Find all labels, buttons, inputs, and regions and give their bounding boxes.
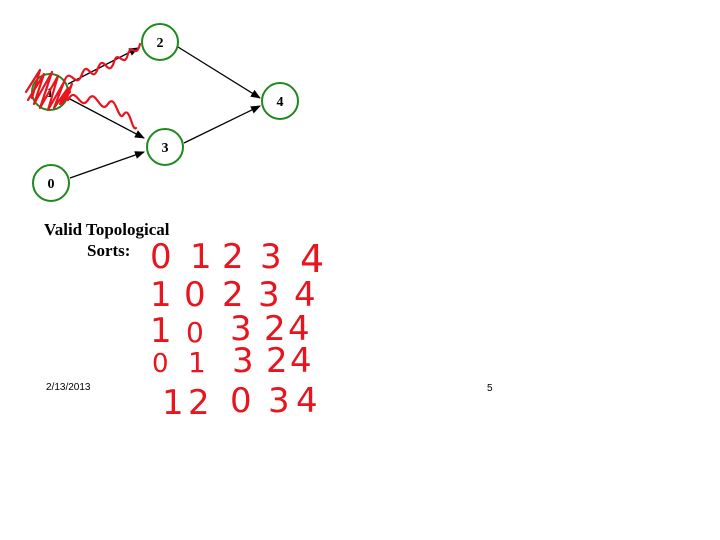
node-0: 0: [32, 164, 70, 202]
heading-valid-topological: Valid Topological: [44, 220, 170, 239]
node-4-label: 4: [277, 95, 284, 110]
edge-0-to-3: [69, 151, 145, 179]
heading-sorts: Sorts:: [87, 241, 131, 260]
scribble-over-node-1: [24, 68, 74, 112]
sort-digit: 1: [162, 383, 184, 423]
node-0-label: 0: [48, 177, 55, 192]
edge-1-to-3: [67, 97, 145, 139]
node-4: 4: [261, 82, 299, 120]
sort-digit: 1: [150, 275, 172, 315]
sort-digit: 2: [222, 237, 244, 277]
sort-digit: 2: [264, 309, 286, 349]
node-2-label: 2: [157, 36, 164, 51]
sort-row: 0 1 2 3 4: [150, 237, 324, 281]
node-3-label: 3: [162, 141, 169, 156]
sort-digit: 4: [290, 341, 312, 381]
sort-row: 0 1 3 2 4: [152, 341, 312, 381]
sort-digit: 4: [288, 309, 310, 349]
sort-digit: 2: [188, 383, 210, 423]
ink-annotations: [24, 42, 142, 130]
sort-row: 1 0 3 2 4: [150, 309, 310, 351]
squiggle-edge-1-to-2: [62, 42, 142, 84]
sort-digit: 3: [258, 275, 280, 315]
footer-page-number: 5: [487, 383, 493, 394]
node-3: 3: [146, 128, 184, 166]
squiggle-edge-1-to-3: [66, 93, 138, 130]
edge-2-to-4: [177, 46, 261, 99]
node-2: 2: [141, 23, 179, 61]
node-1-label: 1: [47, 86, 54, 101]
sort-digit: 3: [230, 309, 252, 349]
sort-digit: 1: [150, 311, 172, 351]
graph-edges: [67, 46, 261, 179]
sort-digit: 0: [184, 275, 206, 315]
sort-row: 1 2 0 3 4: [162, 381, 318, 423]
sort-digit: 0: [230, 381, 252, 421]
edge-3-to-4: [183, 105, 261, 144]
sort-digit: 1: [188, 346, 206, 379]
sort-digit: 0: [152, 349, 169, 379]
sort-digit: 3: [268, 381, 290, 421]
sort-digit: 2: [222, 275, 244, 315]
sort-digit: 4: [296, 381, 318, 421]
footer-date: 2/13/2013: [46, 382, 91, 393]
sort-digit: 2: [266, 341, 288, 381]
sort-digit: 3: [260, 237, 282, 277]
sort-digit: 4: [300, 237, 324, 281]
sort-digit: 0: [150, 237, 172, 277]
sort-digit: 3: [232, 341, 254, 381]
sort-digit: 4: [294, 275, 316, 315]
sort-digit: 1: [190, 237, 212, 277]
graph-nodes: 2 1 4 3 0: [31, 23, 299, 202]
sort-digit: 0: [186, 316, 204, 349]
sort-row: 1 0 2 3 4: [150, 275, 316, 315]
handwritten-sorts: 0 1 2 3 4 1 0 2 3 4 1 0 3 2 4 0 1 3 2 4: [150, 237, 324, 423]
